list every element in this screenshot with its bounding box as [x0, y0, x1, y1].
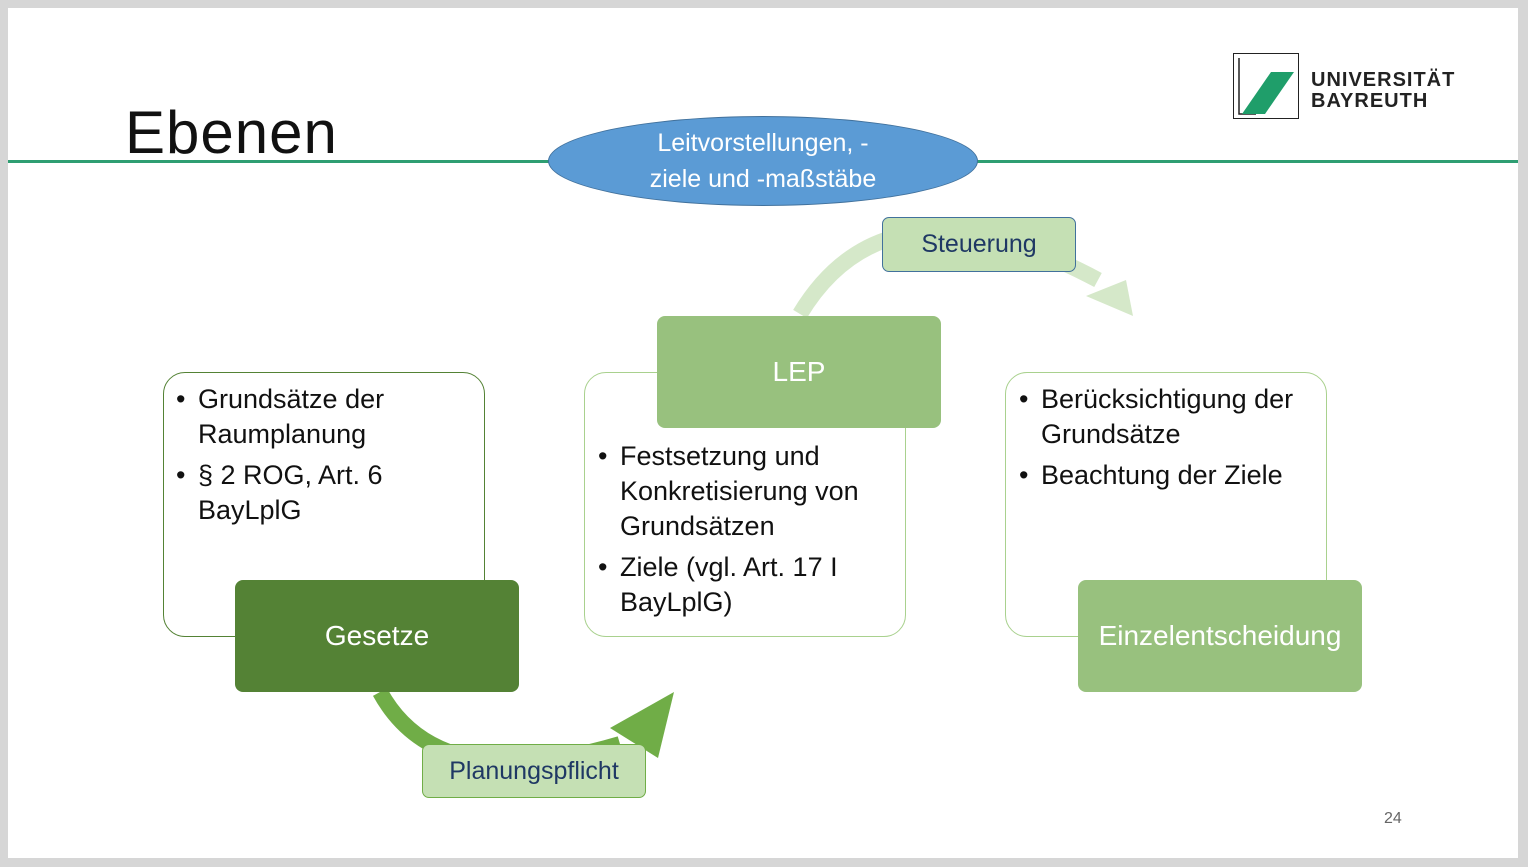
top-node-line-2: ziele und -maßstäbe	[649, 165, 877, 193]
slide: Ebenen UNIVERSITÄT BAYREUTH Leitvorstell…	[8, 8, 1518, 858]
steering-arrowhead-icon	[1086, 280, 1133, 316]
bullet-item: Festsetzung und Konkretisierung von Grun…	[598, 439, 898, 544]
bullets-lep: Festsetzung und Konkretisierung von Grun…	[598, 439, 898, 626]
bullet-item: § 2 ROG, Art. 6 BayLplG	[176, 458, 476, 528]
planning-arrowhead-icon	[610, 692, 674, 758]
header-einzelentscheidung: Einzelentscheidung	[1078, 580, 1362, 692]
bullet-item: Beachtung der Ziele	[1019, 458, 1319, 493]
bullet-item: Berücksichtigung der Grundsätze	[1019, 382, 1319, 452]
top-node-line-1: Leitvorstellungen, -	[657, 129, 869, 157]
bullets-gesetze: Grundsätze der Raumplanung § 2 ROG, Art.…	[176, 382, 476, 534]
label-steuerung: Steuerung	[882, 217, 1076, 272]
header-gesetze: Gesetze	[235, 580, 519, 692]
logo-line-2: BAYREUTH	[1311, 90, 1429, 112]
bullet-item: Ziele (vgl. Art. 17 I BayLplG)	[598, 550, 898, 620]
top-node-leitvorstellungen: Leitvorstellungen, - ziele und -maßstäbe	[548, 116, 978, 206]
bullet-item: Grundsätze der Raumplanung	[176, 382, 476, 452]
logo-line-1: UNIVERSITÄT	[1311, 69, 1456, 91]
university-logo: UNIVERSITÄT BAYREUTH	[1233, 53, 1473, 123]
label-planungspflicht: Planungspflicht	[422, 744, 646, 798]
header-lep: LEP	[657, 316, 941, 428]
bullets-einzelentscheidung: Berücksichtigung der Grundsätze Beachtun…	[1019, 382, 1319, 499]
page-number: 24	[1384, 810, 1402, 827]
logo-wordmark: UNIVERSITÄT BAYREUTH	[1311, 70, 1455, 112]
slide-title: Ebenen	[125, 99, 338, 166]
logo-mark-icon	[1233, 53, 1299, 119]
